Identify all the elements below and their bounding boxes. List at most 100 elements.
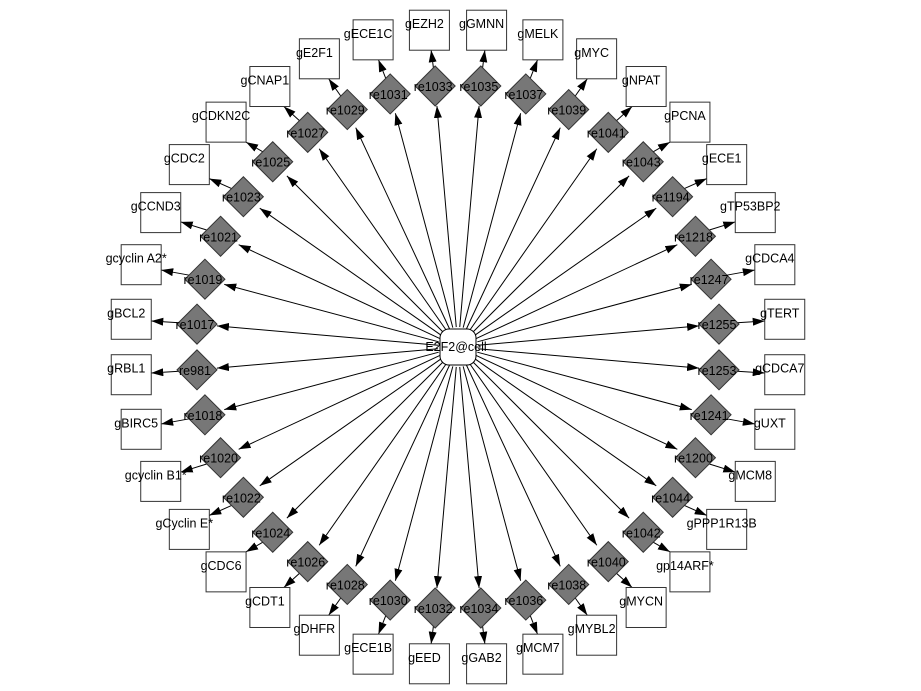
gene-node[interactable]: gp14ARF* xyxy=(656,551,714,593)
reaction-diamond xyxy=(622,511,664,553)
reaction-node[interactable]: re1020 xyxy=(199,437,242,479)
edge-reaction-to-gene xyxy=(283,572,301,588)
gene-node[interactable]: gCDCA7 xyxy=(755,354,806,396)
gene-node[interactable]: gMYC xyxy=(574,38,618,80)
reaction-node[interactable]: re1036 xyxy=(504,579,547,621)
edge-reaction-to-gene xyxy=(209,504,233,516)
gene-label: gTP53BP2 xyxy=(720,200,781,214)
reaction-node[interactable]: re1018 xyxy=(183,394,226,436)
gene-node[interactable]: gECE1B xyxy=(344,633,394,675)
reaction-node[interactable]: re1026 xyxy=(286,540,329,583)
gene-node[interactable]: gCDC2 xyxy=(164,144,210,186)
reaction-node[interactable]: re1247 xyxy=(690,258,732,300)
gene-box xyxy=(352,19,394,61)
gene-node[interactable]: gCDCA4 xyxy=(745,244,796,286)
reaction-node[interactable]: re1022 xyxy=(222,476,265,518)
gene-node[interactable]: gGMNN xyxy=(459,9,508,51)
gene-box xyxy=(110,298,152,340)
reaction-node[interactable]: re1017 xyxy=(176,303,218,345)
gene-node[interactable]: gcyclin B1* xyxy=(125,460,187,502)
reaction-node[interactable]: re1194 xyxy=(651,176,694,218)
reaction-node[interactable]: re981 xyxy=(176,349,218,391)
reaction-node[interactable]: re1023 xyxy=(222,176,265,218)
gene-node[interactable]: gGAB2 xyxy=(461,643,508,685)
gene-node[interactable]: gCyclin E* xyxy=(155,508,213,550)
reaction-node[interactable]: re1024 xyxy=(251,511,294,553)
reaction-label: re1023 xyxy=(222,191,261,205)
reaction-label: re1029 xyxy=(326,104,365,118)
edge-center-to-reaction xyxy=(394,113,454,328)
gene-node[interactable]: gBCL2 xyxy=(107,298,152,340)
gene-node[interactable]: gMCM8 xyxy=(728,460,776,502)
reaction-node[interactable]: re1255 xyxy=(698,303,740,345)
reaction-diamond xyxy=(326,88,368,131)
gene-node[interactable]: gPPP1R13B xyxy=(687,508,757,550)
gene-node[interactable]: gE2F1 xyxy=(296,38,340,80)
reaction-node[interactable]: re1034 xyxy=(459,587,502,629)
reaction-node[interactable]: re1030 xyxy=(369,579,411,621)
gene-node[interactable]: gEED xyxy=(408,643,450,685)
edge-reaction-to-gene xyxy=(732,317,765,326)
reaction-node[interactable]: re1044 xyxy=(651,476,694,518)
reaction-label: re1028 xyxy=(326,578,365,592)
reaction-node[interactable]: re1035 xyxy=(459,65,502,107)
gene-node[interactable]: gMCM7 xyxy=(516,633,564,675)
reaction-label: re1032 xyxy=(414,602,453,616)
edge-center-to-reaction xyxy=(469,363,598,546)
edge-reaction-to-gene xyxy=(180,463,209,473)
gene-node[interactable]: gcyclin A2* xyxy=(106,244,167,286)
gene-node[interactable]: gNPAT xyxy=(622,66,667,108)
gene-label: gPPP1R13B xyxy=(687,516,757,530)
gene-node[interactable]: gMELK xyxy=(517,19,564,61)
gene-node[interactable]: gUXT xyxy=(754,408,796,450)
gene-node[interactable]: gCDKN2C xyxy=(192,101,250,143)
reaction-node[interactable]: re1043 xyxy=(622,141,664,183)
gene-node[interactable]: gMYCN xyxy=(619,586,667,628)
gene-node[interactable]: gCCND3 xyxy=(131,192,182,234)
reaction-node[interactable]: re1038 xyxy=(547,563,590,606)
gene-label: gGAB2 xyxy=(461,651,501,665)
gene-node[interactable]: gMYBL2 xyxy=(568,614,618,656)
reaction-node[interactable]: re1041 xyxy=(587,111,629,154)
gene-node[interactable]: gEZH2 xyxy=(405,9,450,51)
gene-node[interactable]: gPCNA xyxy=(664,101,711,143)
gene-label: gE2F1 xyxy=(296,46,333,60)
reaction-node[interactable]: re1033 xyxy=(414,65,456,107)
reaction-node[interactable]: re1218 xyxy=(674,215,717,257)
reaction-node[interactable]: re1241 xyxy=(690,394,732,436)
edge-center-to-reaction xyxy=(394,366,454,581)
gene-label: gRBL1 xyxy=(107,362,145,376)
gene-node[interactable]: gTP53BP2 xyxy=(720,192,781,234)
reaction-node[interactable]: re1025 xyxy=(251,141,294,183)
center-node[interactable]: E2F2@cell xyxy=(425,328,487,366)
edge-reaction-to-gene xyxy=(209,178,233,190)
gene-node[interactable]: gRBL1 xyxy=(107,354,152,396)
reaction-node[interactable]: re1031 xyxy=(369,73,411,115)
gene-node[interactable]: gECE1 xyxy=(702,144,748,186)
reaction-node[interactable]: re1021 xyxy=(199,215,242,257)
reaction-diamond xyxy=(651,176,694,218)
gene-label: gCNAP1 xyxy=(241,74,290,88)
reaction-node[interactable]: re1028 xyxy=(326,563,368,606)
reaction-node[interactable]: re1253 xyxy=(698,349,740,391)
reaction-node[interactable]: re1032 xyxy=(414,587,456,629)
reaction-node[interactable]: re1019 xyxy=(183,258,226,300)
reaction-label: re981 xyxy=(179,364,211,378)
gene-node[interactable]: gECE1C xyxy=(344,19,394,61)
gene-node[interactable]: gCDC6 xyxy=(201,551,247,593)
reaction-label: re1024 xyxy=(251,526,290,540)
reaction-node[interactable]: re1027 xyxy=(286,111,329,154)
gene-label: gBIRC5 xyxy=(114,416,158,430)
gene-node[interactable]: gCDT1 xyxy=(245,586,291,628)
gene-node[interactable]: gTERT xyxy=(760,298,806,340)
reaction-node[interactable]: re1029 xyxy=(326,88,368,131)
gene-node[interactable]: gBIRC5 xyxy=(114,408,162,450)
reaction-node[interactable]: re1200 xyxy=(674,437,717,479)
gene-node[interactable]: gCNAP1 xyxy=(241,66,291,108)
reaction-node[interactable]: re1037 xyxy=(504,73,547,115)
reaction-node[interactable]: re1039 xyxy=(547,88,590,131)
reaction-node[interactable]: re1040 xyxy=(587,540,629,583)
gene-node[interactable]: gDHFR xyxy=(294,614,340,656)
edge-center-to-reaction xyxy=(477,348,700,372)
reaction-node[interactable]: re1042 xyxy=(622,511,664,553)
